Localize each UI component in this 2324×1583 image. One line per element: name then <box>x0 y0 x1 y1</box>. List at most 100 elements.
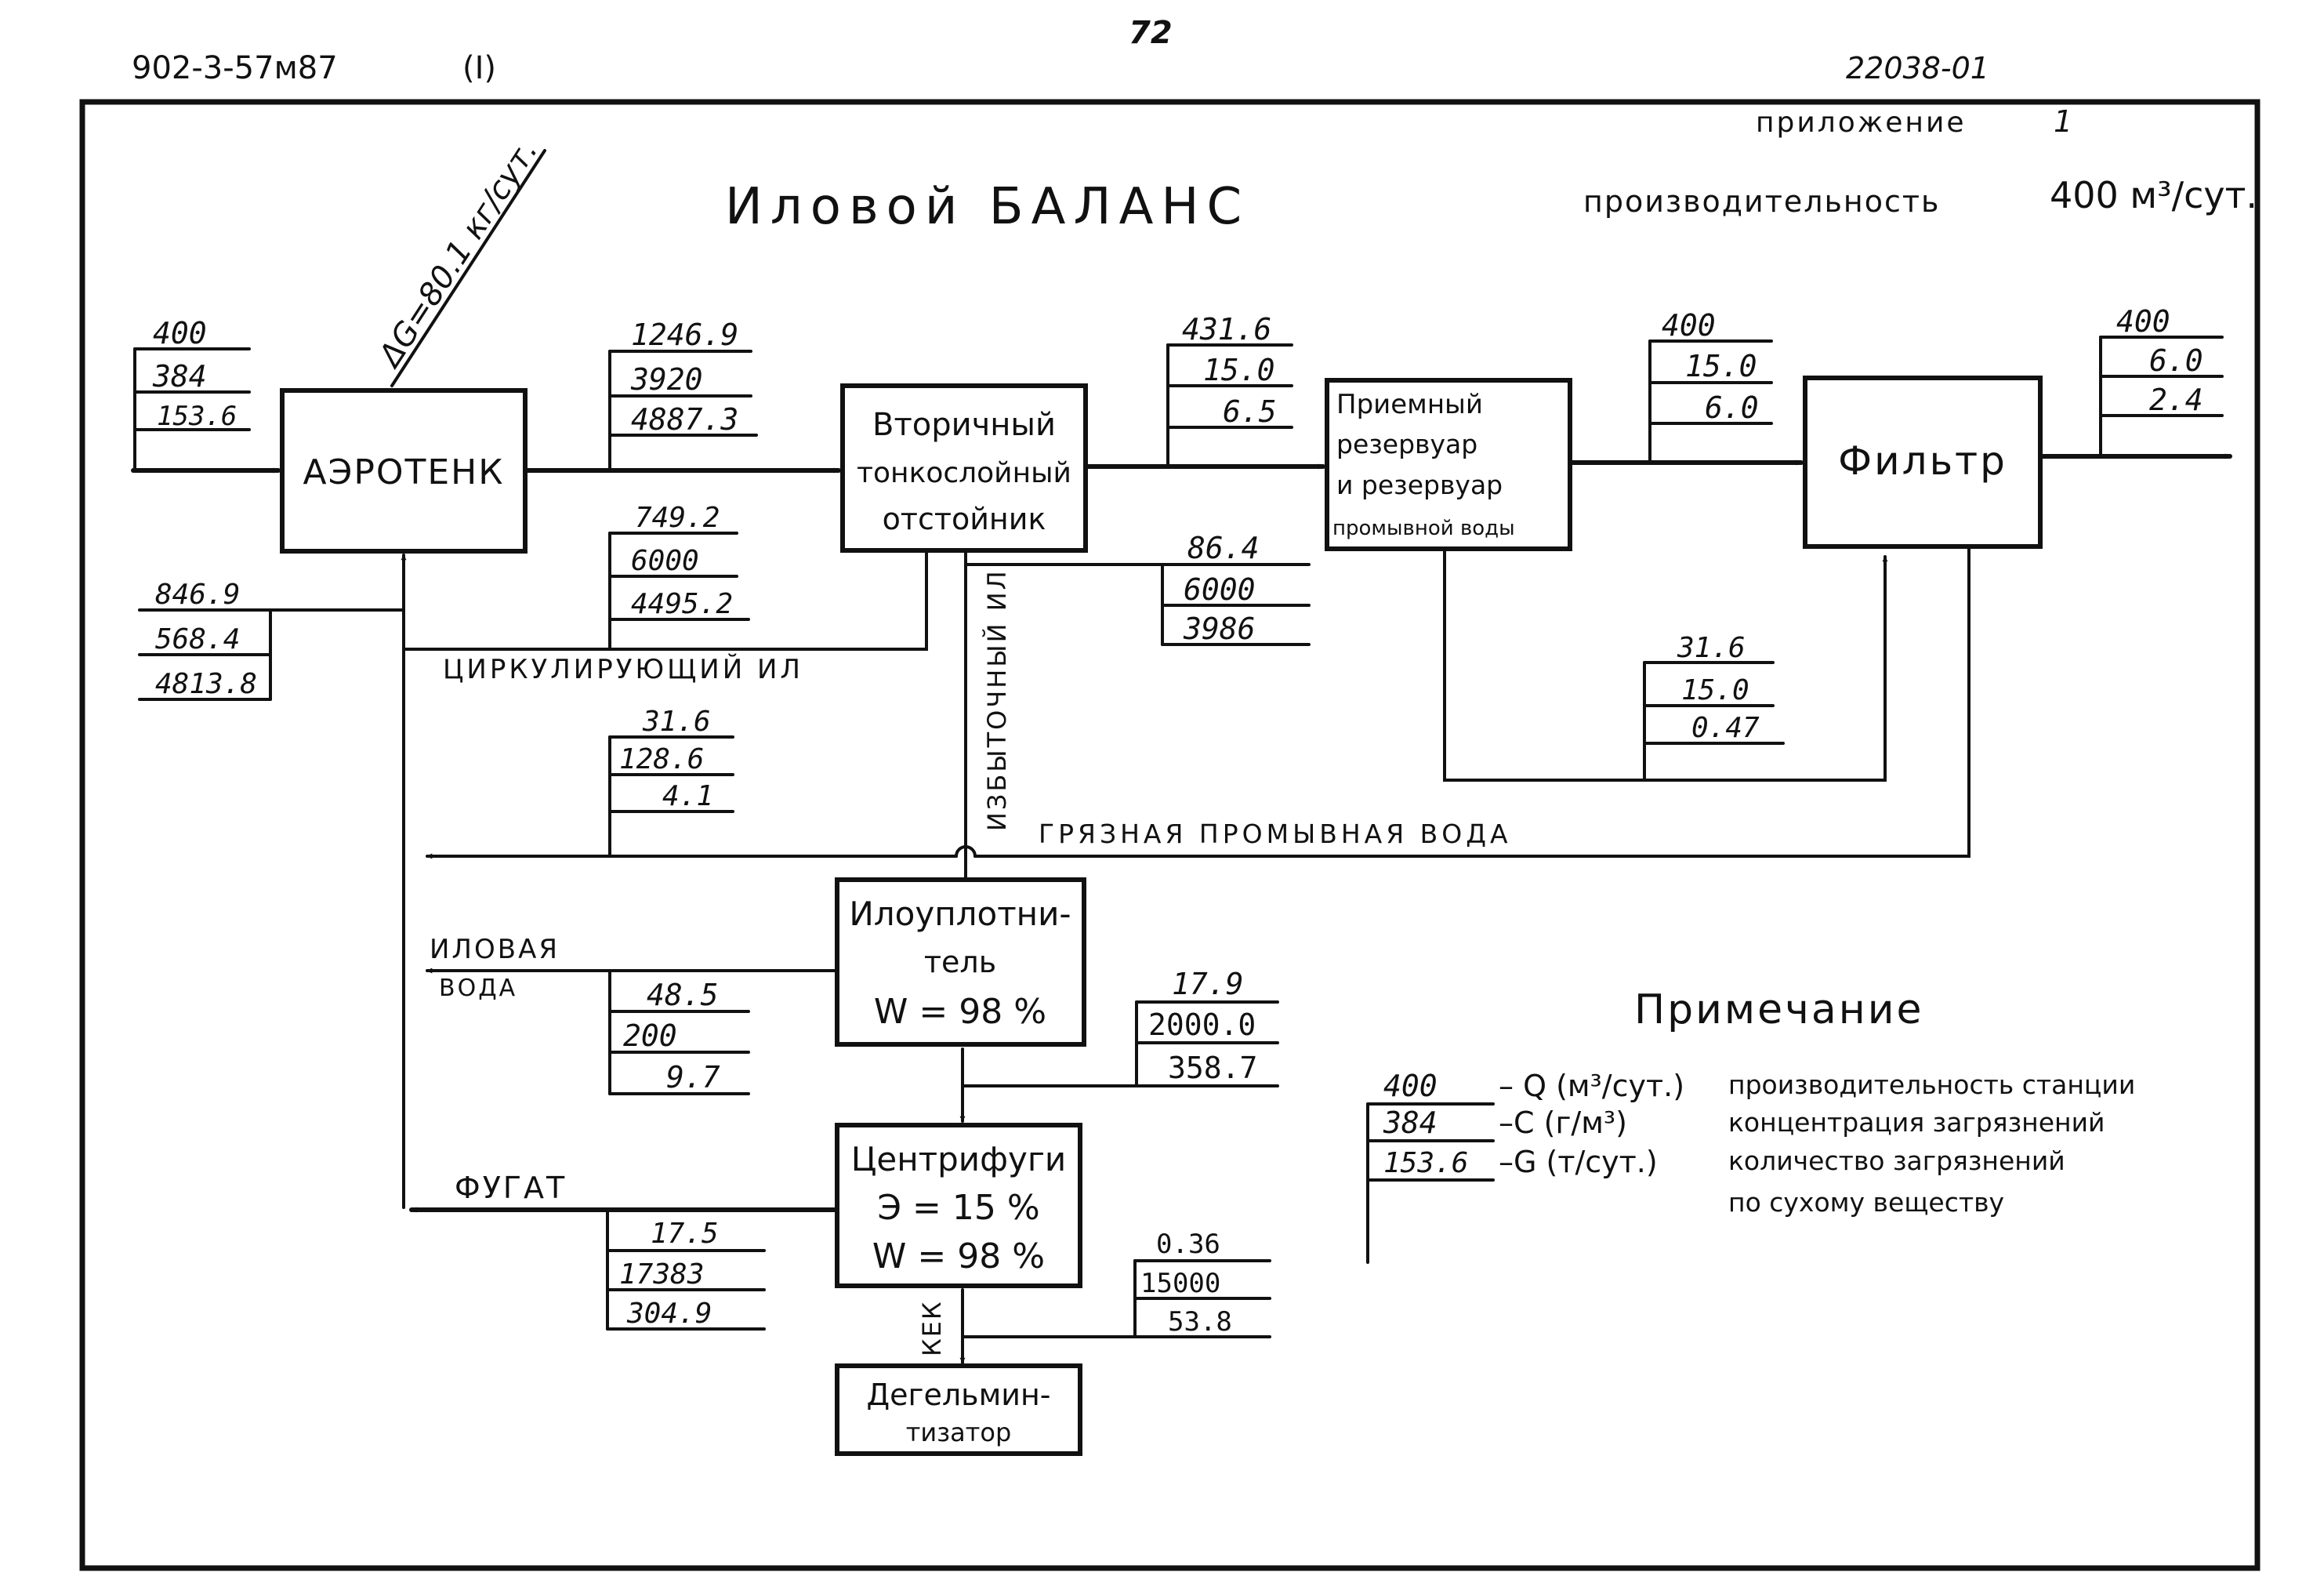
aero-return-q: 846.9 <box>155 579 240 611</box>
aero-out-c: 3920 <box>630 362 703 397</box>
reservoir-out-g: 6.0 <box>1705 390 1759 425</box>
note-c-text: концентрация загрязнений <box>1728 1107 2105 1138</box>
filter-out-values: 400 6.0 2.4 <box>2099 304 2224 458</box>
settler-out-c: 15.0 <box>1203 353 1275 387</box>
degelminthizer-line-1: Дегельмин- <box>866 1378 1050 1412</box>
reservoir-block <box>1325 378 1572 551</box>
dirty-wash-c: 128.6 <box>619 743 704 775</box>
sludge-water-values: 48.5 200 9.7 <box>608 969 750 1095</box>
capacity-value: 400 м³/сут. <box>2050 174 2257 216</box>
aero-return-c: 568.4 <box>155 623 240 655</box>
centrifuge-block <box>835 1123 1082 1288</box>
aero-out-g: 4887.3 <box>631 402 738 437</box>
reservoir-line-3: и резервуар <box>1336 470 1503 500</box>
note-g-symbol: –G (т/сут.) <box>1499 1145 1658 1179</box>
settler-block <box>840 383 1088 553</box>
doc-code: 902-3-57м87 <box>132 50 338 86</box>
centrifuge-line-3: W = 98 % <box>872 1236 1045 1276</box>
circulating-g: 4495.2 <box>631 588 733 620</box>
delta-g-line <box>390 149 546 387</box>
circulating-sludge-label: ЦИРКУЛИРУЮЩИЙ ИЛ <box>443 653 803 685</box>
note-q-symbol: – Q (м³/сут.) <box>1499 1069 1684 1103</box>
inflow-q: 400 <box>153 316 207 350</box>
reservoir-out-c: 15.0 <box>1685 349 1757 383</box>
wash-water-line <box>1443 547 1888 782</box>
thickener-out-q: 17.9 <box>1172 967 1244 1001</box>
cake-values: 0.36 15000 53.8 <box>1133 1229 1271 1338</box>
note-q-text: производительность станции <box>1728 1069 2135 1100</box>
centrifuge-line-2: Э = 15 % <box>877 1188 1039 1228</box>
wash-water-values: 31.6 15.0 0.47 <box>1643 632 1785 782</box>
dirty-wash-q: 31.6 <box>642 706 711 738</box>
centrifuge-line-1: Центрифуги <box>851 1140 1066 1178</box>
volume-number: (I) <box>462 50 496 86</box>
dirty-wash-line-right <box>973 547 1971 858</box>
appendix-number: 1 <box>2054 104 2072 139</box>
note-c-value: 384 <box>1383 1106 1438 1140</box>
sludge-water-g: 9.7 <box>666 1060 720 1095</box>
aero-out-q: 1246.9 <box>631 318 738 352</box>
filter-block <box>1803 376 2043 549</box>
delta-g-label: ΔG=80.1 кг/сут. <box>371 133 545 375</box>
reservoir-out-values: 400 15.0 6.0 <box>1648 308 1773 464</box>
degelminthizer-line-2: тизатор <box>906 1418 1012 1447</box>
wash-water-c: 15.0 <box>1681 674 1749 706</box>
reservoir-line-2: резервуар <box>1336 429 1477 459</box>
settler-out-g: 6.5 <box>1223 394 1277 429</box>
cake-c: 15000 <box>1140 1268 1220 1299</box>
dirty-wash-g: 4.1 <box>662 780 713 812</box>
note-g-text: количество загрязнений <box>1728 1145 2065 1176</box>
page-number: 72 <box>1129 15 1173 51</box>
settler-line-3: отстойник <box>883 502 1046 536</box>
sludge-water-q: 48.5 <box>647 978 719 1012</box>
fugat-g: 304.9 <box>626 1298 712 1330</box>
thickener-line-1: Илоуплотни- <box>849 895 1071 933</box>
cake-q: 0.36 <box>1156 1229 1220 1260</box>
aerotank-block <box>280 388 528 554</box>
settler-out-values: 431.6 15.0 6.5 <box>1166 312 1293 468</box>
sheet-code: 22038-01 <box>1846 51 1989 85</box>
filter-out-g: 2.4 <box>2149 383 2203 417</box>
settler-line-1: Вторичный <box>872 407 1056 443</box>
dirty-wash-values: 31.6 128.6 4.1 <box>608 706 734 858</box>
drawing-frame <box>79 99 2261 1571</box>
page-title: Иловой БАЛАНС <box>725 178 1249 236</box>
settler-out-q: 431.6 <box>1182 312 1271 347</box>
wash-water-g: 0.47 <box>1691 712 1760 744</box>
sludge-water-c: 200 <box>623 1018 677 1053</box>
inflow-g: 153.6 <box>157 401 237 432</box>
note-g-value: 153.6 <box>1383 1147 1468 1179</box>
thickener-out-c: 2000.0 <box>1148 1008 1256 1042</box>
degelminthizer-block <box>835 1363 1082 1456</box>
circulating-c: 6000 <box>631 545 699 577</box>
thickener-out-g: 358.7 <box>1168 1051 1257 1085</box>
filter-out-c: 6.0 <box>2149 343 2203 378</box>
cake-label: КЕК <box>917 1300 947 1356</box>
appendix-label: приложение <box>1756 107 1966 139</box>
dirty-wash-label: ГРЯЗНАЯ ПРОМЫВНАЯ ВОДА <box>1039 819 1512 849</box>
circulating-sludge-line <box>402 547 928 651</box>
circulating-values: 749.2 6000 4495.2 <box>608 502 750 651</box>
inflow-values: 400 384 153.6 <box>133 316 251 472</box>
fugat-c: 17383 <box>619 1258 704 1291</box>
thickener-out-values: 17.9 2000.0 358.7 <box>1135 967 1279 1087</box>
note-q-value: 400 <box>1383 1069 1438 1103</box>
circulating-q: 749.2 <box>635 502 720 534</box>
note-legend: 400 384 153.6 – Q (м³/сут.) –C (г/м³) –G… <box>1366 1069 2135 1264</box>
excess-g: 3986 <box>1183 612 1256 646</box>
reservoir-out-q: 400 <box>1662 308 1716 343</box>
fugat-q: 17.5 <box>651 1218 719 1250</box>
sludge-water-label-1: ИЛОВАЯ <box>430 934 560 965</box>
note-title: Примечание <box>1634 986 1924 1033</box>
note-extra-text: по сухому веществу <box>1728 1187 2004 1218</box>
aerotank-label: АЭРОТЕНК <box>303 452 505 492</box>
thickener-line-3: W = 98 % <box>874 992 1046 1032</box>
excess-sludge-label: ИЗБЫТОЧНЫЙ ИЛ <box>982 568 1012 831</box>
thickener-line-2: тель <box>924 945 996 979</box>
filter-out-q: 400 <box>2116 304 2170 339</box>
reservoir-line-4: промывной воды <box>1332 517 1515 540</box>
inflow-c: 384 <box>152 359 207 394</box>
thickener-block <box>835 877 1086 1047</box>
excess-values: 86.4 6000 3986 <box>1161 531 1311 646</box>
